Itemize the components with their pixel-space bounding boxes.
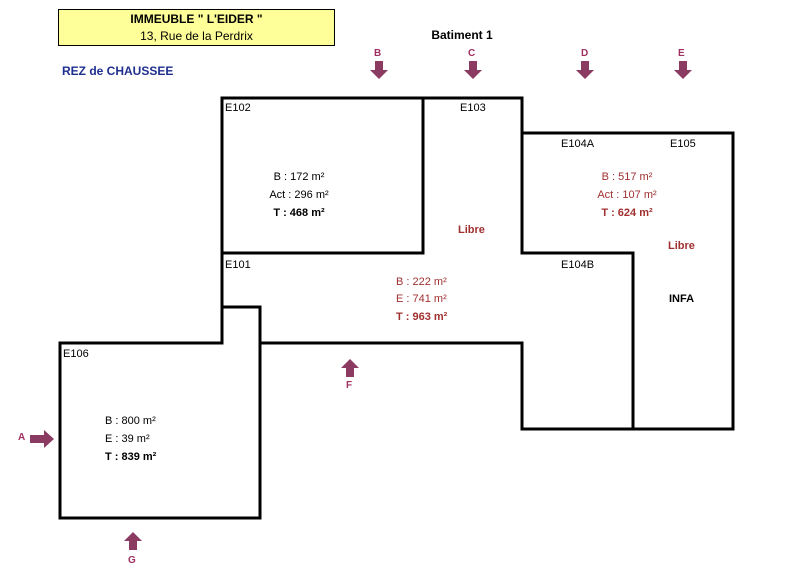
- entrance-label-g: G: [128, 555, 136, 566]
- room-e105-id: E105: [670, 138, 696, 150]
- down-arrow-icon: [674, 61, 692, 79]
- room-e106-b: B : 800 m²: [105, 415, 156, 427]
- room-e104b-id: E104B: [561, 259, 595, 271]
- entrance-label-e: E: [678, 48, 685, 59]
- entrance-label-a: A: [18, 432, 26, 443]
- room-e105-tenant: INFA: [669, 293, 695, 305]
- room-e103-status: Libre: [458, 224, 485, 236]
- room-e106-id: E106: [63, 348, 89, 360]
- room-e105-status: Libre: [668, 240, 695, 252]
- room-e101-b: B : 222 m²: [396, 276, 447, 288]
- room-e104a-id: E104A: [561, 138, 595, 150]
- room-e106-total: T : 839 m²: [105, 451, 157, 463]
- wall-e102: [222, 98, 425, 255]
- entrance-label-b: B: [374, 48, 382, 59]
- room-e101-e: E : 741 m²: [396, 293, 447, 305]
- building-title: IMMEUBLE " L'EIDER ": [130, 12, 263, 26]
- down-arrow-icon: [576, 61, 594, 79]
- room-e106-e: E : 39 m²: [105, 433, 150, 445]
- right-arrow-icon: [30, 430, 54, 448]
- floor-label: REZ de CHAUSSEE: [62, 64, 174, 78]
- room-e105-total: T : 624 m²: [601, 207, 653, 219]
- down-arrow-icon: [464, 61, 482, 79]
- up-arrow-icon: [124, 532, 142, 550]
- room-e102-b: B : 172 m²: [273, 171, 325, 183]
- entrance-label-d: D: [581, 48, 589, 59]
- entrance-label-c: C: [468, 48, 476, 59]
- room-e101-total: T : 963 m²: [396, 311, 448, 323]
- wall-e103: [520, 133, 635, 429]
- up-arrow-icon: [341, 359, 359, 377]
- room-e103-id: E103: [460, 102, 486, 114]
- building-title-box: IMMEUBLE " L'EIDER " 13, Rue de la Perdr…: [58, 9, 335, 46]
- room-e105-act: Act : 107 m²: [597, 189, 657, 201]
- wall-e106: [220, 305, 262, 343]
- down-arrow-icon: [370, 61, 388, 79]
- room-e102-act: Act : 296 m²: [269, 189, 329, 201]
- building-address: 13, Rue de la Perdrix: [140, 29, 253, 43]
- room-e102-total: T : 468 m²: [273, 207, 325, 219]
- room-e101-id: E101: [225, 259, 251, 271]
- building-label: Batiment 1: [431, 28, 493, 42]
- room-e102-id: E102: [225, 102, 251, 114]
- entrance-label-f: F: [346, 380, 353, 391]
- room-e105-b: B : 517 m²: [601, 171, 653, 183]
